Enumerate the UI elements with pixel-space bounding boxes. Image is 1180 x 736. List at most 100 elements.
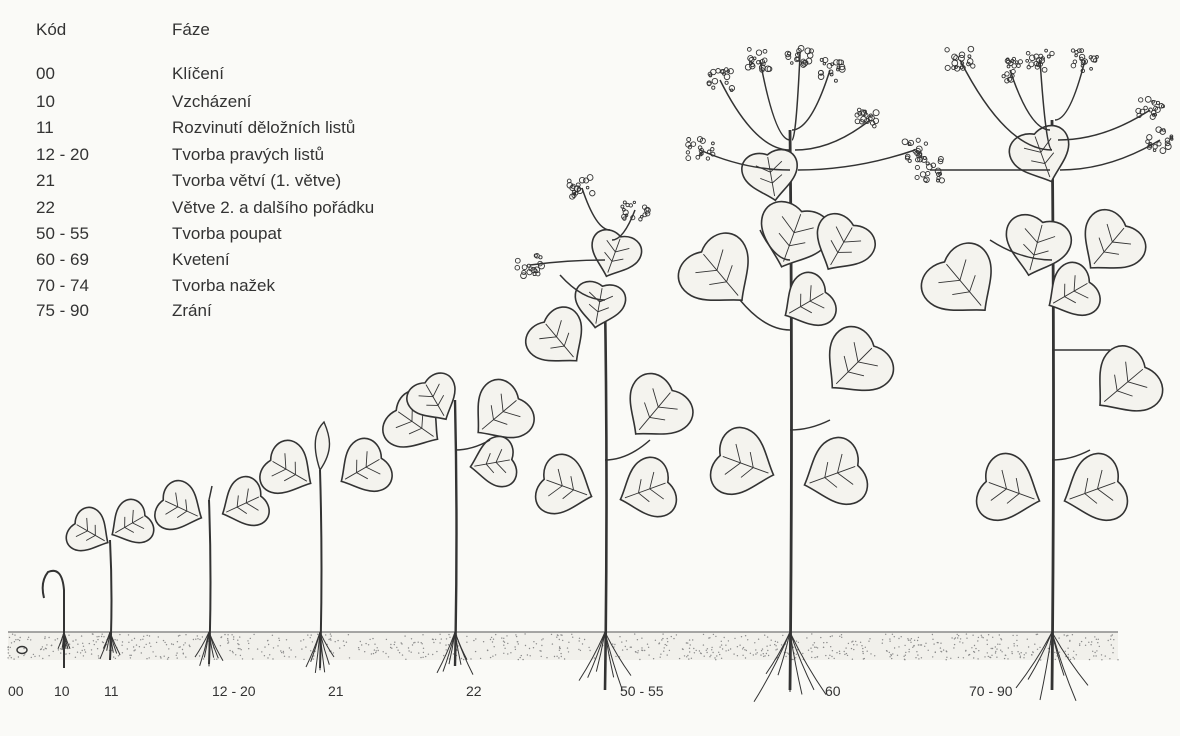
soil-dot — [648, 654, 649, 655]
soil-dot — [490, 639, 491, 640]
soil-dot — [974, 645, 975, 646]
soil-dot — [1005, 655, 1006, 656]
flower — [1160, 148, 1166, 154]
soil-dot — [541, 656, 542, 657]
soil-dot — [869, 638, 870, 639]
soil-dot — [988, 634, 989, 635]
soil-dot — [413, 642, 414, 643]
soil-dot — [13, 658, 14, 659]
soil-dot — [960, 638, 961, 639]
flower — [623, 201, 626, 204]
flower — [1090, 67, 1093, 70]
soil-dot — [631, 647, 632, 648]
soil-dot — [1034, 644, 1035, 645]
soil-dot — [390, 647, 391, 648]
soil-dot — [470, 658, 471, 659]
soil-dot — [928, 650, 929, 651]
soil-dot — [977, 658, 978, 659]
soil-dot — [1012, 635, 1013, 636]
flower — [960, 66, 963, 69]
soil-dot — [158, 636, 159, 637]
flower — [1081, 64, 1084, 67]
soil-dot — [1069, 640, 1070, 641]
soil-dot — [828, 658, 829, 659]
soil-dot — [506, 635, 507, 636]
soil-dot — [706, 650, 707, 651]
soil-dot — [693, 648, 694, 649]
soil-dot — [901, 636, 902, 637]
soil-dot — [101, 636, 102, 637]
soil-dot — [248, 643, 249, 644]
bud — [209, 486, 212, 500]
soil-dot — [131, 640, 132, 641]
soil-dot — [1091, 641, 1092, 642]
soil-dot — [91, 649, 92, 650]
soil-dot — [746, 650, 747, 651]
soil-dot — [1089, 659, 1090, 660]
soil-dot — [918, 658, 919, 659]
soil-dot — [385, 653, 386, 654]
soil-dot — [134, 638, 135, 639]
soil-dot — [882, 643, 883, 644]
soil-dot — [152, 651, 153, 652]
soil-dot — [113, 656, 114, 657]
flower — [1017, 64, 1021, 68]
soil-dot — [802, 653, 803, 654]
soil-dot — [42, 658, 43, 659]
flower — [728, 69, 733, 74]
soil-dot — [290, 649, 291, 650]
soil-dot — [129, 655, 130, 656]
soil-dot — [957, 634, 958, 635]
soil-dot — [770, 645, 771, 646]
soil-dot — [763, 653, 764, 654]
flower — [1146, 140, 1150, 144]
soil-dot — [189, 646, 190, 647]
soil-dot — [558, 657, 559, 658]
soil-dot — [277, 645, 278, 646]
soil-dot — [48, 637, 49, 638]
soil-dot — [1024, 654, 1025, 655]
soil-dot — [84, 649, 85, 650]
soil-dot — [179, 635, 180, 636]
soil-dot — [533, 641, 534, 642]
soil-dot — [369, 639, 370, 640]
soil-dot — [330, 633, 331, 634]
soil-dot — [830, 636, 831, 637]
soil-dot — [15, 639, 16, 640]
flower — [834, 79, 837, 82]
flower — [633, 201, 635, 203]
soil-dot — [521, 655, 522, 656]
soil-dot — [237, 640, 238, 641]
soil-dot — [335, 641, 336, 642]
flower — [712, 86, 715, 89]
soil-dot — [1101, 659, 1102, 660]
soil-dot — [739, 645, 740, 646]
flower — [1045, 49, 1048, 52]
soil-dot — [699, 650, 700, 651]
soil-dot — [556, 656, 557, 657]
soil-dot — [57, 638, 58, 639]
soil-dot — [1101, 654, 1102, 655]
soil-dot — [1017, 651, 1018, 652]
soil-dot — [231, 634, 232, 635]
flower — [646, 208, 649, 211]
soil-dot — [1064, 634, 1065, 635]
soil-dot — [953, 647, 954, 648]
soil-dot — [817, 647, 818, 648]
soil-dot — [23, 648, 24, 649]
soil-dot — [921, 657, 922, 658]
soil-dot — [658, 643, 659, 644]
soil-dot — [203, 658, 204, 659]
flower — [1050, 51, 1054, 55]
soil-dot — [971, 647, 972, 648]
flower — [716, 69, 721, 74]
soil-dot — [232, 651, 233, 652]
soil-dot — [579, 638, 580, 639]
soil-dot — [745, 657, 746, 658]
soil-dot — [23, 655, 24, 656]
soil-dot — [103, 636, 104, 637]
soil-dot — [917, 640, 918, 641]
soil-dot — [420, 657, 421, 658]
flower — [756, 50, 761, 55]
soil-dot — [863, 658, 864, 659]
